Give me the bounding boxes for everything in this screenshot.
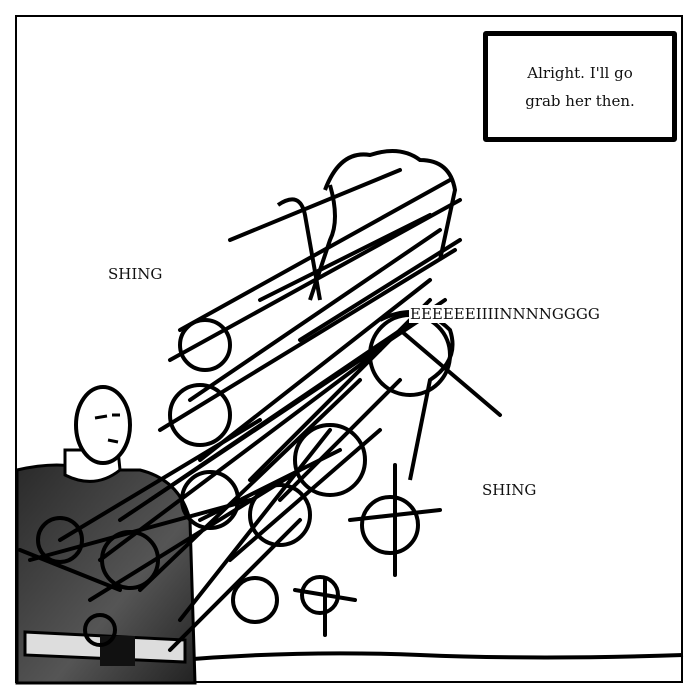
ground-line	[179, 651, 684, 662]
sfx-shing-right: SHING	[482, 481, 537, 499]
caption-line-1: Alright. I'll go	[527, 63, 633, 82]
caption-box: Alright. I'll go grab her then.	[483, 31, 677, 142]
man-figure	[15, 385, 197, 685]
caption-line-2: grab her then.	[525, 91, 635, 110]
sfx-eeeing: EEEEEEIIIINNNNGGGG	[409, 305, 601, 323]
man-head	[74, 385, 132, 465]
scribble-motion-lines	[18, 168, 502, 652]
fist-arm	[276, 149, 458, 481]
sfx-shing-left: SHING	[108, 265, 163, 283]
